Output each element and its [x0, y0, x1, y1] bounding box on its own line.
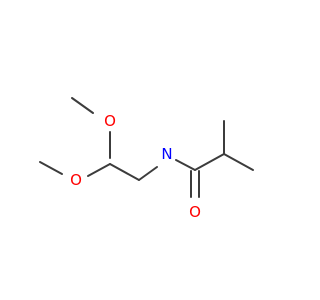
bond-ch-ch2: [109, 163, 140, 181]
bond-ch2-n: [138, 166, 158, 181]
bond-c-ch-isopropyl: [194, 153, 225, 171]
background: [0, 0, 300, 300]
bond-isopropyl-methyl-right: [223, 153, 254, 171]
atom-labels: O O N O: [70, 112, 201, 221]
molecule-diagram: O O N O: [0, 0, 300, 300]
bond-o2-ch: [87, 163, 111, 177]
oxygen-atom-2: O: [70, 171, 82, 189]
bond-n-c: [175, 159, 196, 171]
nitrogen-atom: N: [161, 145, 172, 163]
bonds: [39, 97, 254, 198]
oxygen-atom-1: O: [104, 112, 116, 130]
bond-methyl1-o1: [71, 97, 94, 114]
oxygen-atom-carbonyl: O: [189, 203, 201, 221]
bond-methyl2-o2: [39, 161, 63, 175]
